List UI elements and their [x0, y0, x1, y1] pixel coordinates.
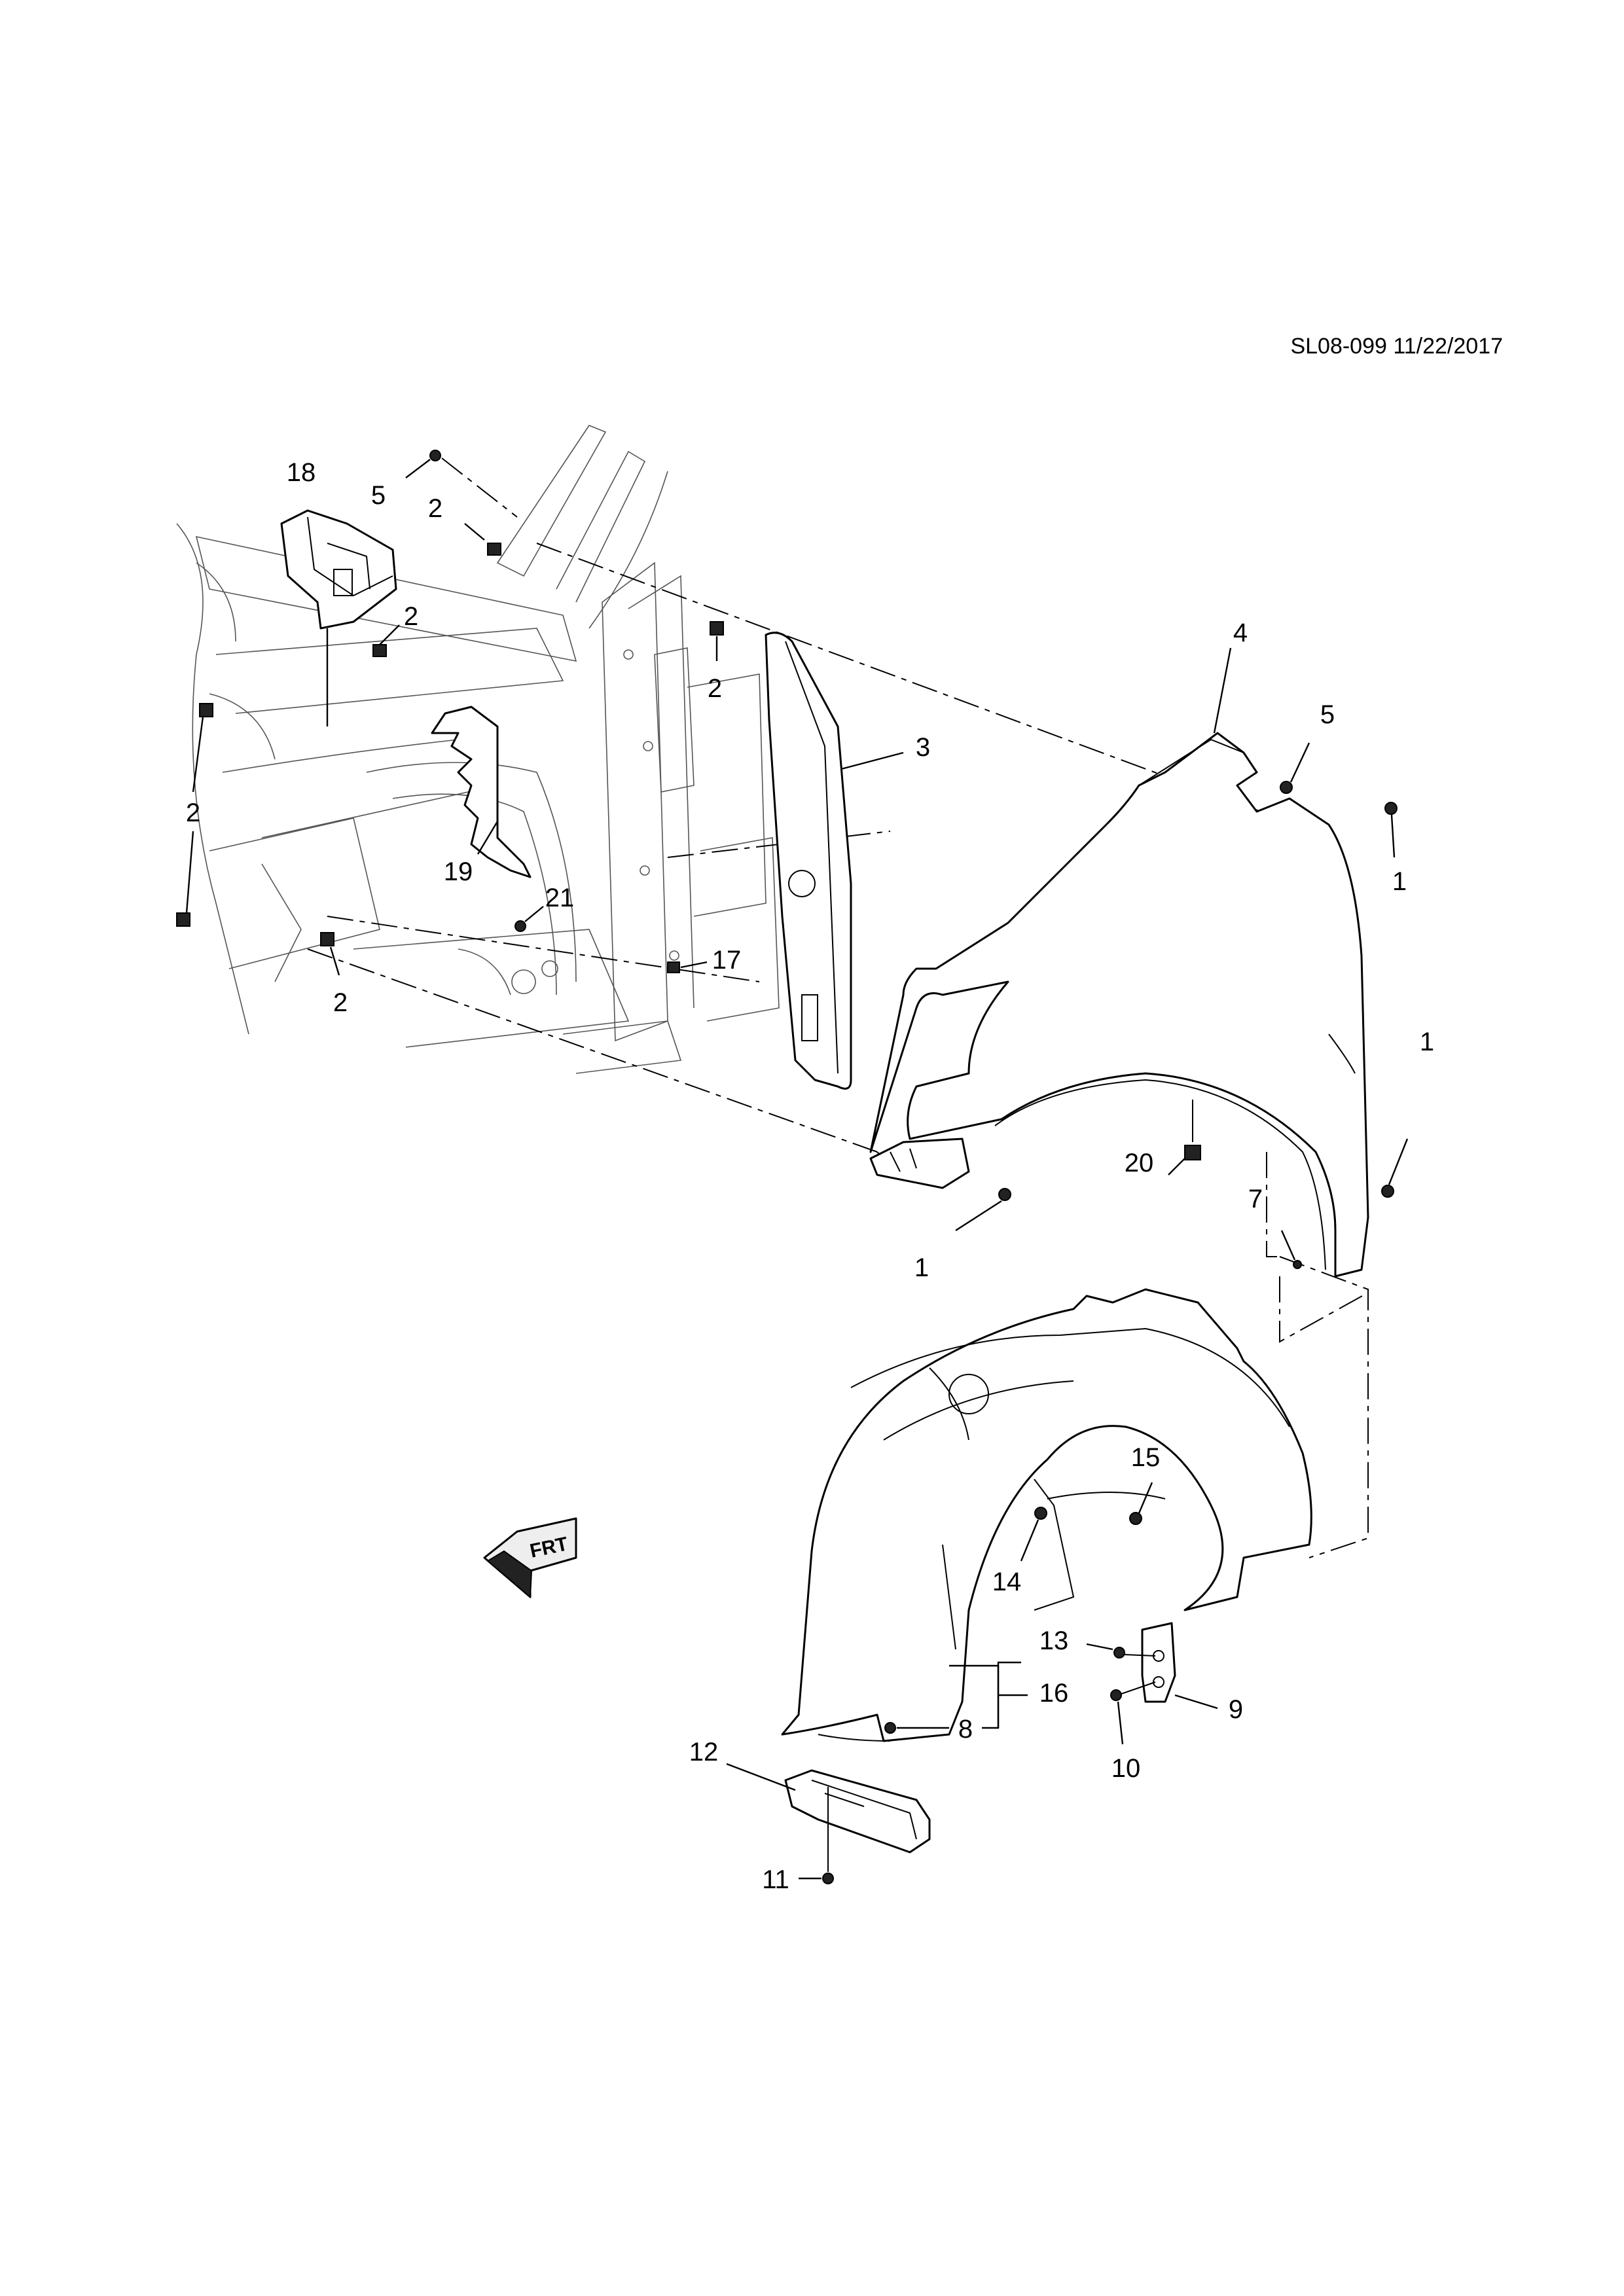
callout-2-upper: 2	[428, 494, 442, 523]
part-2-clip-d[interactable]	[176, 703, 213, 927]
part-2-clip-e[interactable]	[320, 932, 340, 976]
callout-7: 7	[1248, 1185, 1263, 1213]
callout-8: 8	[958, 1715, 973, 1744]
callout-4: 4	[1233, 619, 1248, 647]
part-16-wheelhouse-liner[interactable]	[781, 1288, 1312, 1742]
part-11-screw[interactable]	[799, 1787, 834, 1884]
part-5-bolt-upper[interactable]	[405, 450, 518, 518]
callout-19: 19	[444, 857, 473, 886]
callout-14: 14	[992, 1568, 1022, 1596]
part-20-nut[interactable]	[1168, 1100, 1201, 1175]
part-14-screw[interactable]	[1020, 1507, 1047, 1562]
part-2-clip-c[interactable]	[372, 624, 400, 657]
part-7-clip[interactable]	[1280, 1230, 1302, 1269]
part-21-nut[interactable]	[514, 906, 544, 932]
callout-16: 16	[1039, 1679, 1069, 1708]
part-2-clip-b[interactable]	[710, 621, 724, 661]
callout-3: 3	[916, 733, 930, 762]
callout-2-middle: 2	[404, 602, 418, 631]
part-17-retainer[interactable]	[667, 961, 708, 973]
callout-12: 12	[689, 1738, 719, 1767]
part-1-screw-rear[interactable]	[1381, 1138, 1409, 1198]
part-2-clip-a[interactable]	[464, 523, 501, 556]
diagram-reference: SL08-099 11/22/2017	[1290, 334, 1503, 359]
body-structure-outline	[176, 425, 780, 1074]
callout-2-left: 2	[186, 798, 200, 827]
callout-10: 10	[1111, 1754, 1141, 1783]
part-15-screw[interactable]	[1129, 1482, 1153, 1525]
part-8-retainer[interactable]	[884, 1722, 949, 1734]
callout-5-upper: 5	[371, 481, 386, 510]
front-direction-arrow-icon: FRT	[483, 1517, 577, 1599]
callout-20: 20	[1125, 1149, 1154, 1177]
part-18-bracket[interactable]	[280, 509, 397, 726]
callout-1-top: 1	[1392, 867, 1407, 896]
callout-17: 17	[712, 946, 742, 975]
part-5-bolt-fender[interactable]	[1280, 742, 1310, 794]
part-12-splash-shield[interactable]	[784, 1769, 931, 1854]
callout-15: 15	[1131, 1443, 1161, 1472]
part-1-screw-top[interactable]	[1384, 802, 1398, 858]
callout-1-lower: 1	[914, 1253, 929, 1282]
callout-labels: 18 5 2 2 2 2 2 19 21 17 3 4 5 1 1 20 1 7…	[186, 458, 1434, 1894]
callout-21: 21	[545, 884, 575, 912]
part-1-screw-lower[interactable]	[955, 1188, 1011, 1232]
callout-1-rear: 1	[1420, 1028, 1434, 1056]
part-19-foam-block[interactable]	[431, 706, 532, 878]
callout-18: 18	[287, 458, 316, 487]
fasteners	[176, 450, 1409, 1884]
callout-13: 13	[1039, 1626, 1069, 1655]
callout-11: 11	[762, 1865, 789, 1894]
part-10-screw[interactable]	[1110, 1681, 1156, 1745]
part-3-baffle[interactable]	[765, 632, 904, 1090]
part-4-fender[interactable]	[869, 732, 1369, 1278]
callout-9: 9	[1229, 1695, 1243, 1724]
callout-5-fender: 5	[1320, 700, 1335, 729]
callout-2-lower: 2	[333, 988, 348, 1017]
part-13-screw[interactable]	[1086, 1643, 1156, 1659]
callout-2-pillar: 2	[708, 674, 722, 703]
part-9-bracket[interactable]	[1141, 1622, 1218, 1710]
